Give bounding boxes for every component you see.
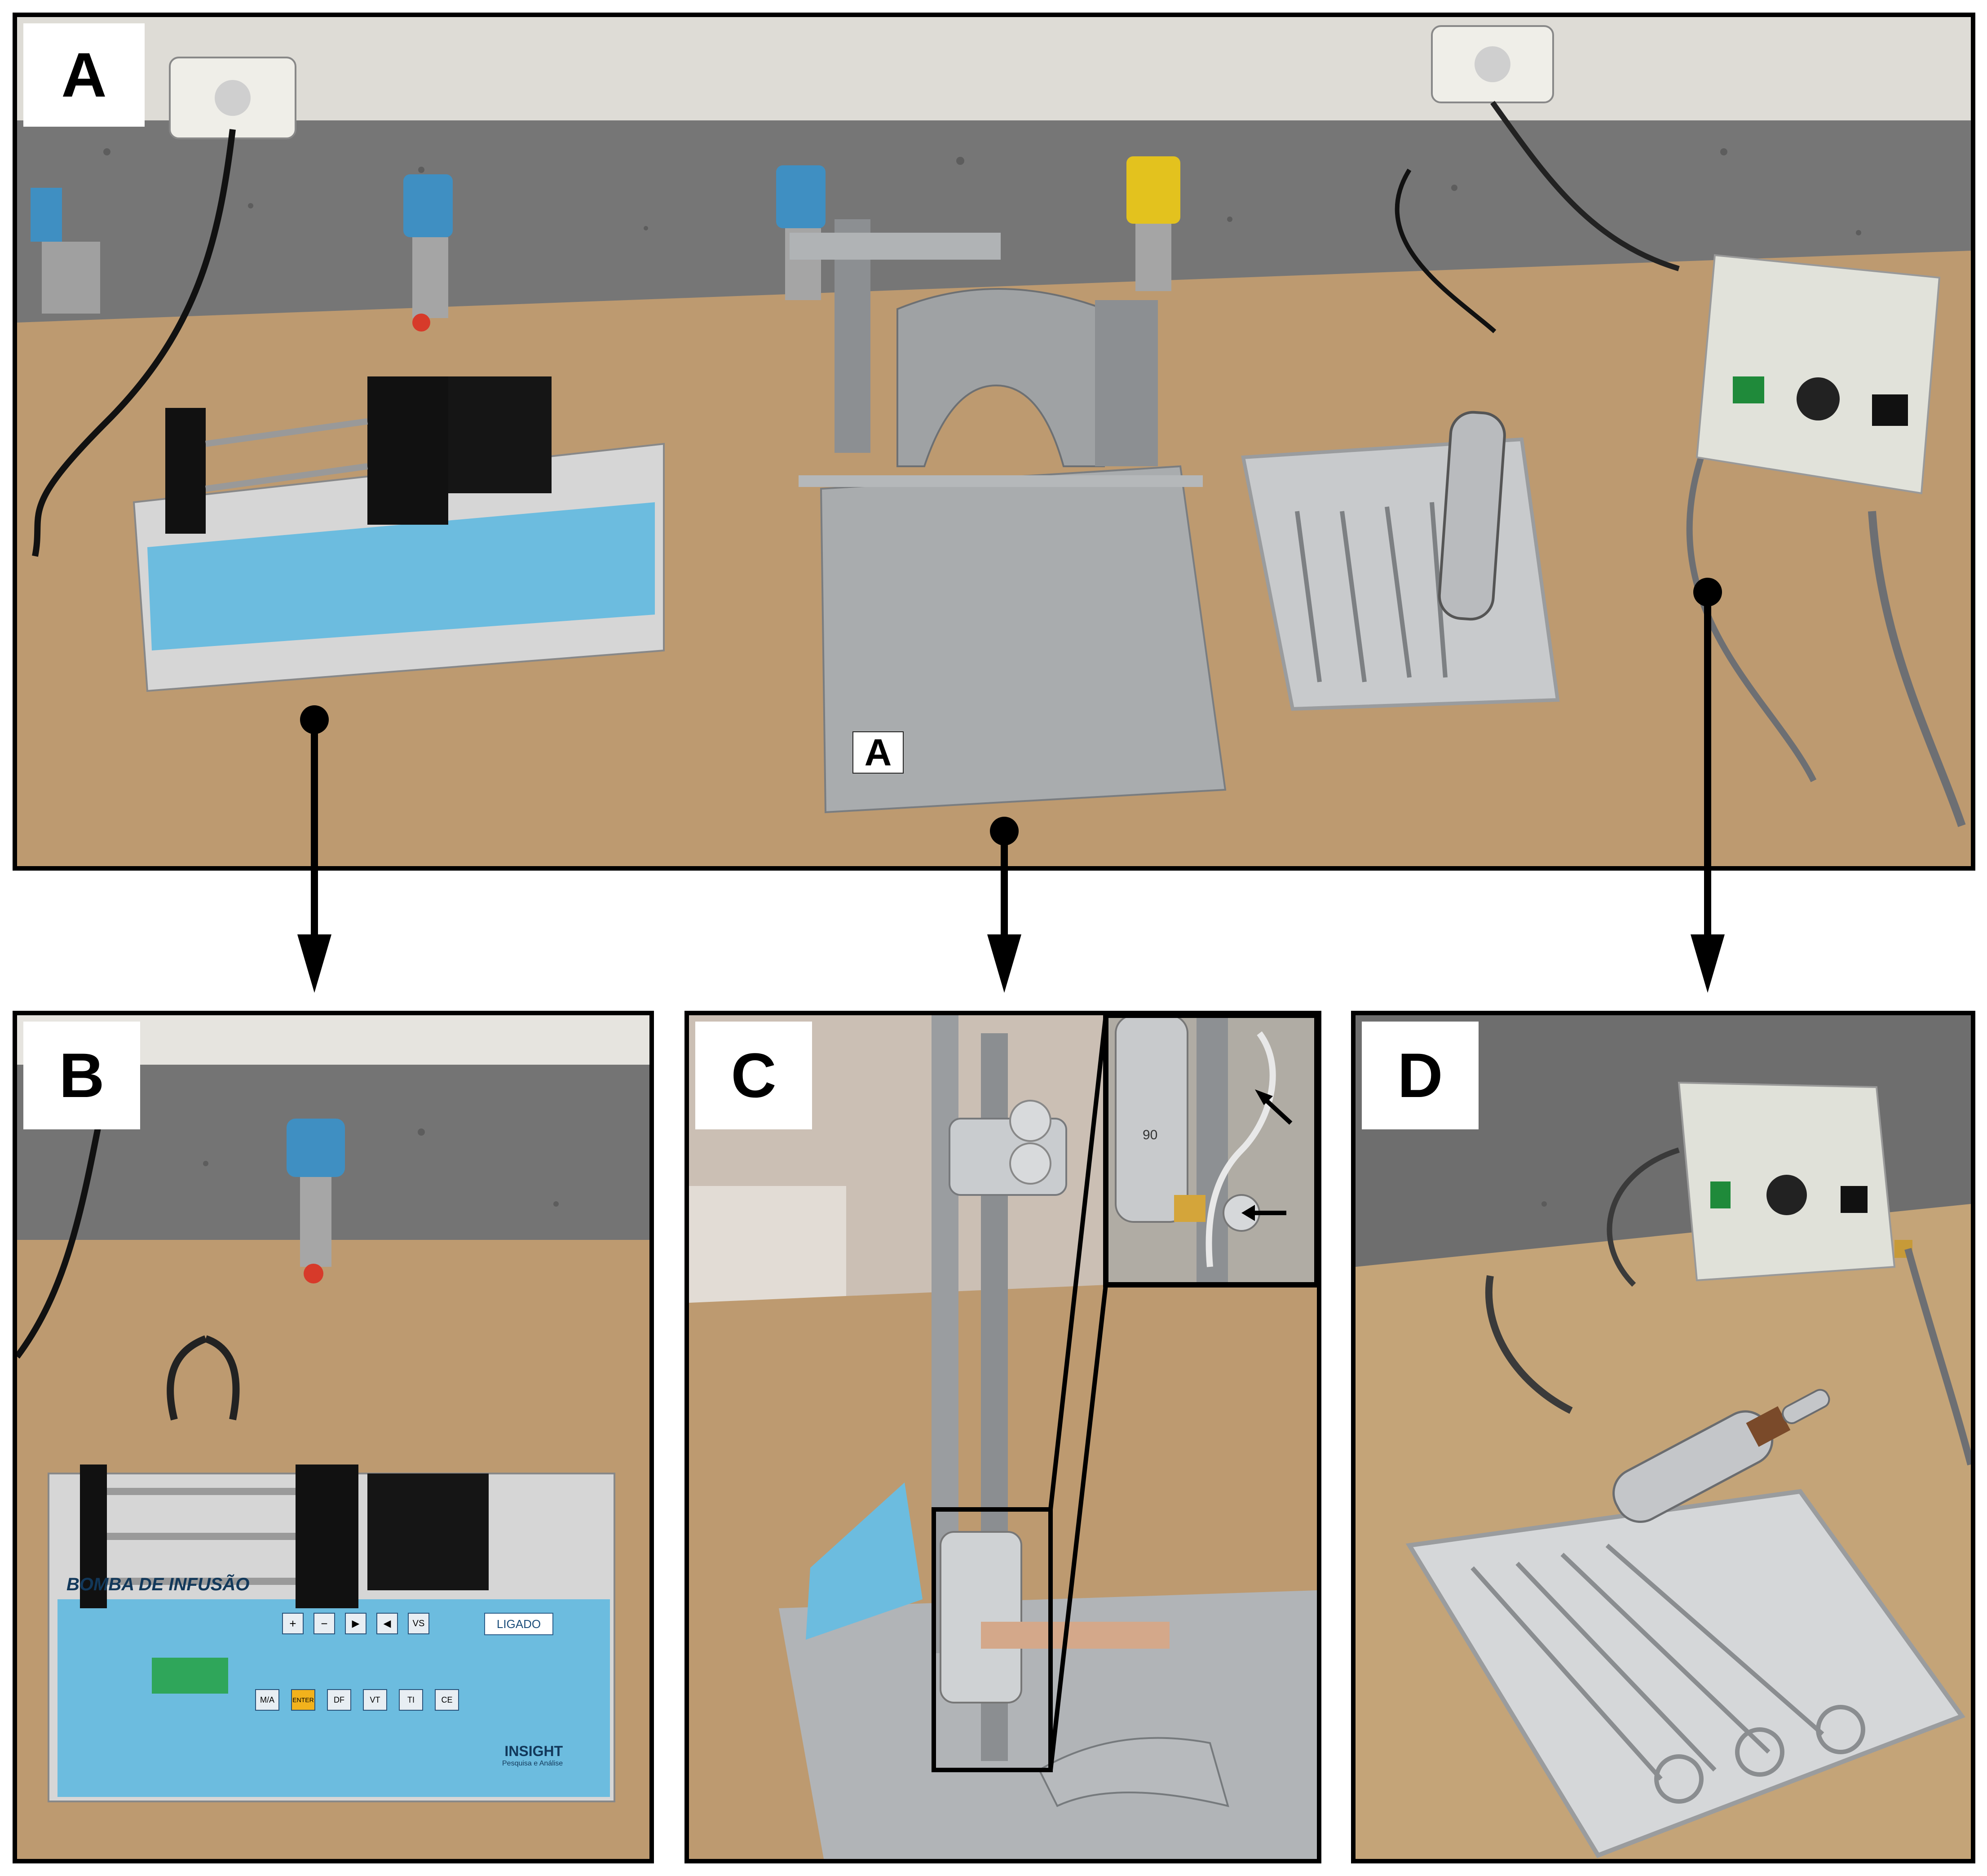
panel-label-c: C bbox=[695, 1022, 812, 1129]
panel-label-d: D bbox=[1362, 1022, 1479, 1129]
pump-key-vs[interactable]: VS bbox=[408, 1613, 429, 1634]
gas-valve-blue-2 bbox=[403, 174, 453, 332]
pump-key-ma[interactable]: M/A bbox=[255, 1689, 279, 1711]
pump-key-minus[interactable]: − bbox=[314, 1613, 335, 1634]
pump-keypad: + − ▶ ◀ VS bbox=[282, 1613, 429, 1634]
gas-valve-blue bbox=[287, 1119, 345, 1283]
pump-brand-title: BOMBA DE INFUSÃO bbox=[66, 1575, 250, 1594]
inset-arrow-cannula-tip bbox=[1241, 1205, 1286, 1221]
micromotor-tray-photo bbox=[1356, 1015, 1971, 1859]
inset-arrow-cannula-top bbox=[1255, 1089, 1293, 1125]
panel-label-a: A bbox=[23, 23, 145, 127]
pump-key-plus[interactable]: + bbox=[282, 1613, 304, 1634]
surgical-tray bbox=[1241, 411, 1560, 711]
pump-function-keys: M/A ENTER DF VT TI CE bbox=[255, 1689, 459, 1711]
pump-maker-name: INSIGHT bbox=[504, 1743, 563, 1759]
pump-key-ce[interactable]: CE bbox=[435, 1689, 459, 1711]
pump-maker-logo: INSIGHT Pesquisa e Análise bbox=[502, 1743, 563, 1768]
micromotor-control-box bbox=[1696, 254, 1941, 495]
panel-b-infusion-pump: B BOMBA DE INFUSÃO LIGADO + − ▶ ◀ VS M/A… bbox=[13, 1011, 654, 1863]
pump-key-ti[interactable]: TI bbox=[399, 1689, 423, 1711]
pump-key-vt[interactable]: VT bbox=[363, 1689, 387, 1711]
infusion-pump bbox=[132, 376, 665, 692]
pump-key-enter[interactable]: ENTER bbox=[291, 1689, 315, 1711]
gas-valve-yellow bbox=[1126, 156, 1180, 291]
stereotaxic-closeup-photo bbox=[689, 1015, 1317, 1859]
gas-valve-blue-1 bbox=[31, 188, 100, 314]
pump-lcd-display bbox=[152, 1658, 228, 1694]
overview-photo bbox=[17, 17, 1971, 866]
inset-scale-reading: 90 bbox=[1143, 1128, 1158, 1142]
panel-c-stereotaxic-closeup: C 90 bbox=[684, 1011, 1321, 1863]
pump-power-button[interactable]: LIGADO bbox=[484, 1613, 553, 1635]
pump-maker-sub: Pesquisa e Análise bbox=[502, 1760, 563, 1767]
panel-label-b: B bbox=[23, 1022, 140, 1129]
panel-d-micromotor-tray: D bbox=[1351, 1011, 1975, 1863]
pump-key-forward[interactable]: ▶ bbox=[345, 1613, 366, 1634]
wall-outlet-right bbox=[1431, 25, 1554, 103]
pump-key-df[interactable]: DF bbox=[327, 1689, 351, 1711]
panel-a-overview: A A bbox=[13, 13, 1975, 871]
micromotor-control-box-closeup bbox=[1678, 1081, 1912, 1282]
infusion-pump-photo bbox=[17, 1015, 649, 1859]
stereotaxic-plate-tag: A bbox=[852, 731, 904, 774]
wall-outlet-left bbox=[169, 57, 296, 139]
stereotaxic-frame bbox=[790, 219, 1227, 814]
micromotor-handpiece bbox=[1612, 1389, 1830, 1523]
pump-key-back[interactable]: ◀ bbox=[376, 1613, 398, 1634]
